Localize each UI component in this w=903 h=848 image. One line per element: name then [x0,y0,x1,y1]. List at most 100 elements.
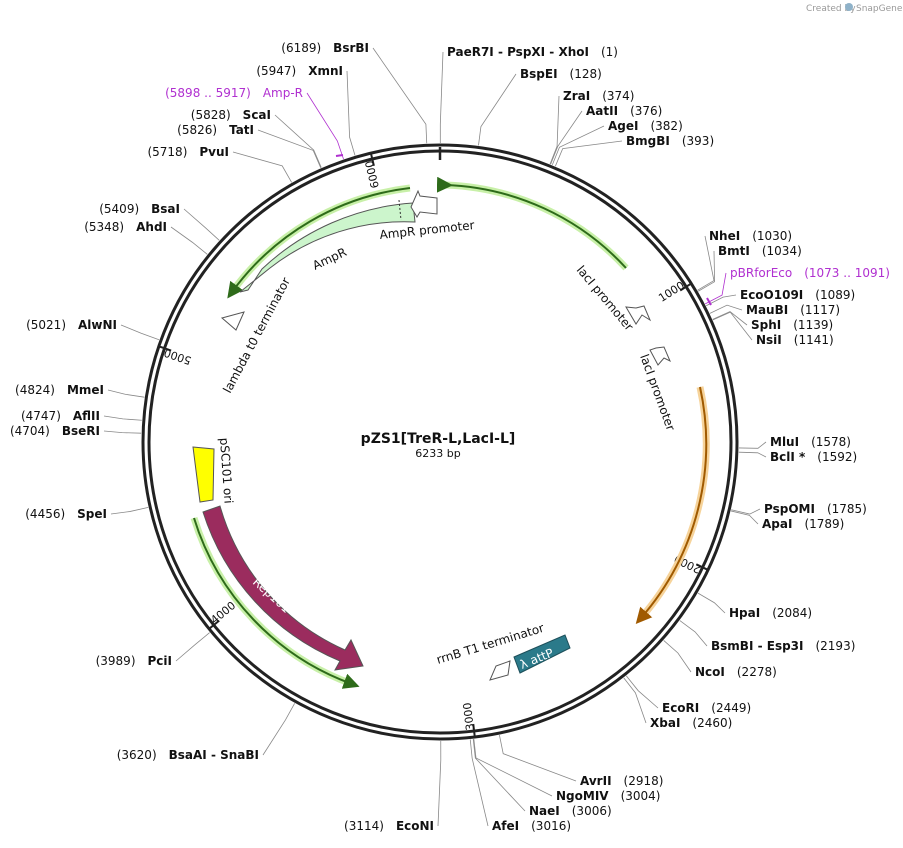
site-position: (4824) [15,383,55,397]
site-position: (128) [570,67,602,81]
site-name: AfeI [492,819,519,833]
site-label: PspOMI(1785) [764,502,867,516]
snapgene-credit: Created by SnapGene [806,3,903,14]
lambda-attp-block [513,634,571,674]
site-leader-line [120,324,160,341]
site-name: BsaAI - SnaBI [169,748,259,762]
site-leader-line [274,114,322,168]
site-leader-line [697,235,715,291]
site-label: MluI(1578) [770,435,851,449]
tick-label: 1000 [656,279,687,305]
site-position: (5409) [99,202,139,216]
site-name: SpeI [77,507,107,521]
pbrforeco-site-mark [706,297,712,306]
site-label: PaeR7I - PspXI - XhoI(1) [447,45,618,59]
site-position: (376) [630,104,662,118]
site-name: pBRforEco [730,266,792,280]
site-position: (1073 .. 1091) [804,266,890,280]
site-label: HpaI(2084) [729,606,812,620]
site-name: BsrBI [333,41,369,55]
site-leader-line [306,92,344,160]
site-position: (5718) [147,145,187,159]
site-position: (1) [601,45,618,59]
site-label: NsiI(1141) [756,333,834,347]
site-position: (393) [682,134,714,148]
site-name: MauBI [746,303,788,317]
snapgene-logo-icon [845,3,853,11]
site-position: (4704) [10,424,50,438]
site-position: (2918) [624,774,664,788]
tick-mark [158,345,172,352]
site-position: (4456) [25,507,65,521]
site-leader-line [555,140,623,167]
site-leader-line [731,508,761,515]
site-leader-line [549,95,560,165]
laci-promoter-arrow-1 [625,305,652,325]
site-label: BmgBI(393) [626,134,714,148]
site-leader-line [439,51,444,144]
site-leader-line [473,739,553,797]
site-leader-line [232,151,293,183]
site-position: (2449) [711,701,751,715]
tick-mark [679,282,692,292]
site-leader-line [712,311,748,326]
site-name: SphI [751,318,781,332]
site-label: BclI *(1592) [770,450,857,464]
site-label: (3620) BsaAI - SnaBI [117,748,259,762]
site-name: XmnI [308,64,343,78]
site-label: (4456) SpeI [25,507,107,521]
site-name: EcoO109I [740,288,803,302]
site-label: (5828)ScaI [191,108,271,122]
site-name: MmeI [67,383,104,397]
site-position: (1117) [800,303,840,317]
site-label: AvrII (2918) [580,774,663,788]
plasmid-name: pZS1[TreR-L,LacI-L] [361,431,516,447]
site-name: BclI * [770,450,806,464]
site-leader-line [437,740,442,827]
site-name: PspOMI [764,502,815,516]
site-name: BsmBI - Esp3I [711,639,803,653]
tick-label: 5000 [162,346,193,367]
site-name: NgoMIV [556,789,609,803]
site-leader-line [183,208,220,241]
site-leader-line [175,632,210,662]
ampr-promoter-arrow [410,189,438,218]
site-name: AflII [73,409,100,423]
site-label: (4747)AflII [21,409,100,423]
site-name: AhdI [136,220,167,234]
site-position: (3620) [117,748,157,762]
site-position: (3004) [621,789,661,803]
feature-label: pSC101 ori [217,437,236,504]
site-name: ApaI [762,517,792,531]
site-position: (2460) [692,716,732,730]
site-label: (4704)BseRI [10,424,100,438]
site-leader-line [698,250,716,292]
laci-promoter-arrow-2 [649,346,671,366]
site-label: ZraI(374) [563,89,634,103]
site-name: Amp-R [263,86,303,100]
site-label: (5898 .. 5917)Amp-R [165,86,303,100]
site-leader-line [170,226,208,255]
svg-text:Created by: Created by [806,4,856,14]
rep101-cds [202,505,364,671]
site-leader-line [730,510,759,525]
site-leader-line [257,129,322,168]
rrnb-t1-terminator-arrow [489,660,511,681]
site-leader-line [709,304,743,314]
site-label: AgeI(382) [608,119,683,133]
site-name: EcoRI [662,701,699,715]
site-position: (1139) [793,318,833,332]
site-label: NgoMIV (3004) [556,789,660,803]
site-leader-line [110,507,149,515]
site-label: (5021)AlwNI [26,318,117,332]
site-name: AvrII [580,774,612,788]
site-label: MauBI (1117) [746,303,840,317]
site-label: (3989)PciI [96,654,172,668]
site-label: (5826)TatI [177,123,254,137]
site-leader-line [712,311,753,341]
site-label: (5947)XmnI [256,64,343,78]
tick-mark [695,563,709,571]
tick-mark [369,152,375,167]
site-position: (3006) [572,804,612,818]
